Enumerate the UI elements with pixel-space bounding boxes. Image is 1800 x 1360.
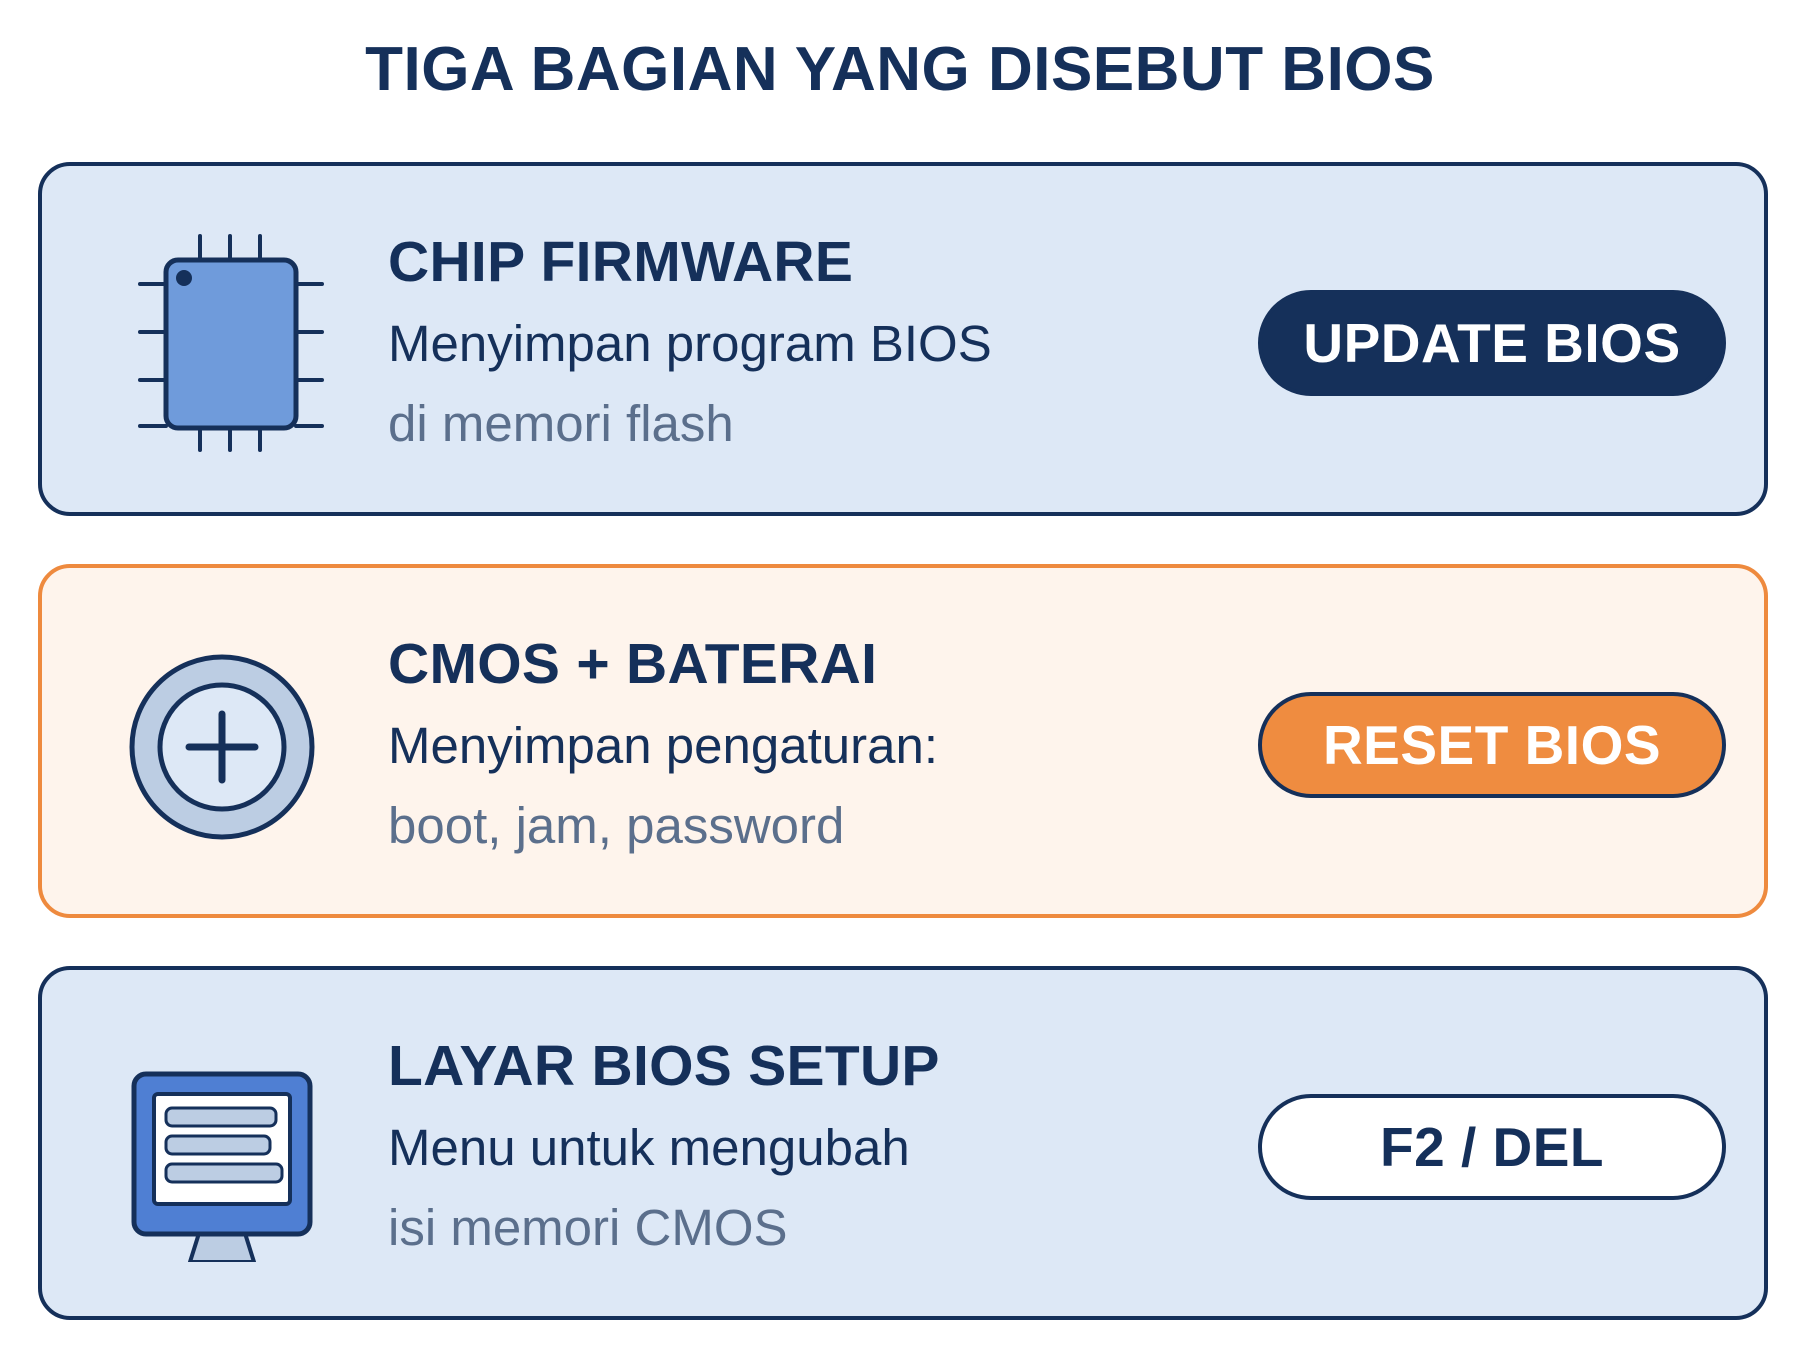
card-description: Menyimpan pengaturan:: [388, 717, 939, 774]
card-text: LAYAR BIOS SETUP Menu untuk mengubah isi…: [388, 1034, 1188, 1258]
card-description: Menu untuk mengubah: [388, 1119, 910, 1176]
card-text: CHIP FIRMWARE Menyimpan program BIOS di …: [388, 230, 1188, 454]
card-bios-setup: LAYAR BIOS SETUP Menu untuk mengubah isi…: [38, 966, 1768, 1320]
card-detail: boot, jam, password: [388, 797, 845, 854]
card-detail: isi memori CMOS: [388, 1199, 788, 1256]
monitor-icon: [112, 1032, 332, 1262]
card-detail: di memori flash: [388, 395, 734, 452]
card-heading: CHIP FIRMWARE: [388, 230, 854, 294]
card-heading: CMOS + BATERAI: [388, 632, 878, 696]
page-title: TIGA BAGIAN YANG DISEBUT BIOS: [365, 35, 1435, 104]
reset-bios-button[interactable]: RESET BIOS: [1258, 692, 1726, 798]
battery-icon: [112, 630, 332, 860]
card-cmos-battery: CMOS + BATERAI Menyimpan pengaturan: boo…: [38, 564, 1768, 918]
card-heading: LAYAR BIOS SETUP: [388, 1034, 940, 1098]
card-description: Menyimpan program BIOS: [388, 315, 992, 372]
card-chip-firmware: CHIP FIRMWARE Menyimpan program BIOS di …: [38, 162, 1768, 516]
card-text: CMOS + BATERAI Menyimpan pengaturan: boo…: [388, 632, 1188, 856]
chip-icon: [112, 228, 332, 458]
update-bios-button[interactable]: UPDATE BIOS: [1258, 290, 1726, 396]
f2-del-key-button[interactable]: F2 / DEL: [1258, 1094, 1726, 1200]
